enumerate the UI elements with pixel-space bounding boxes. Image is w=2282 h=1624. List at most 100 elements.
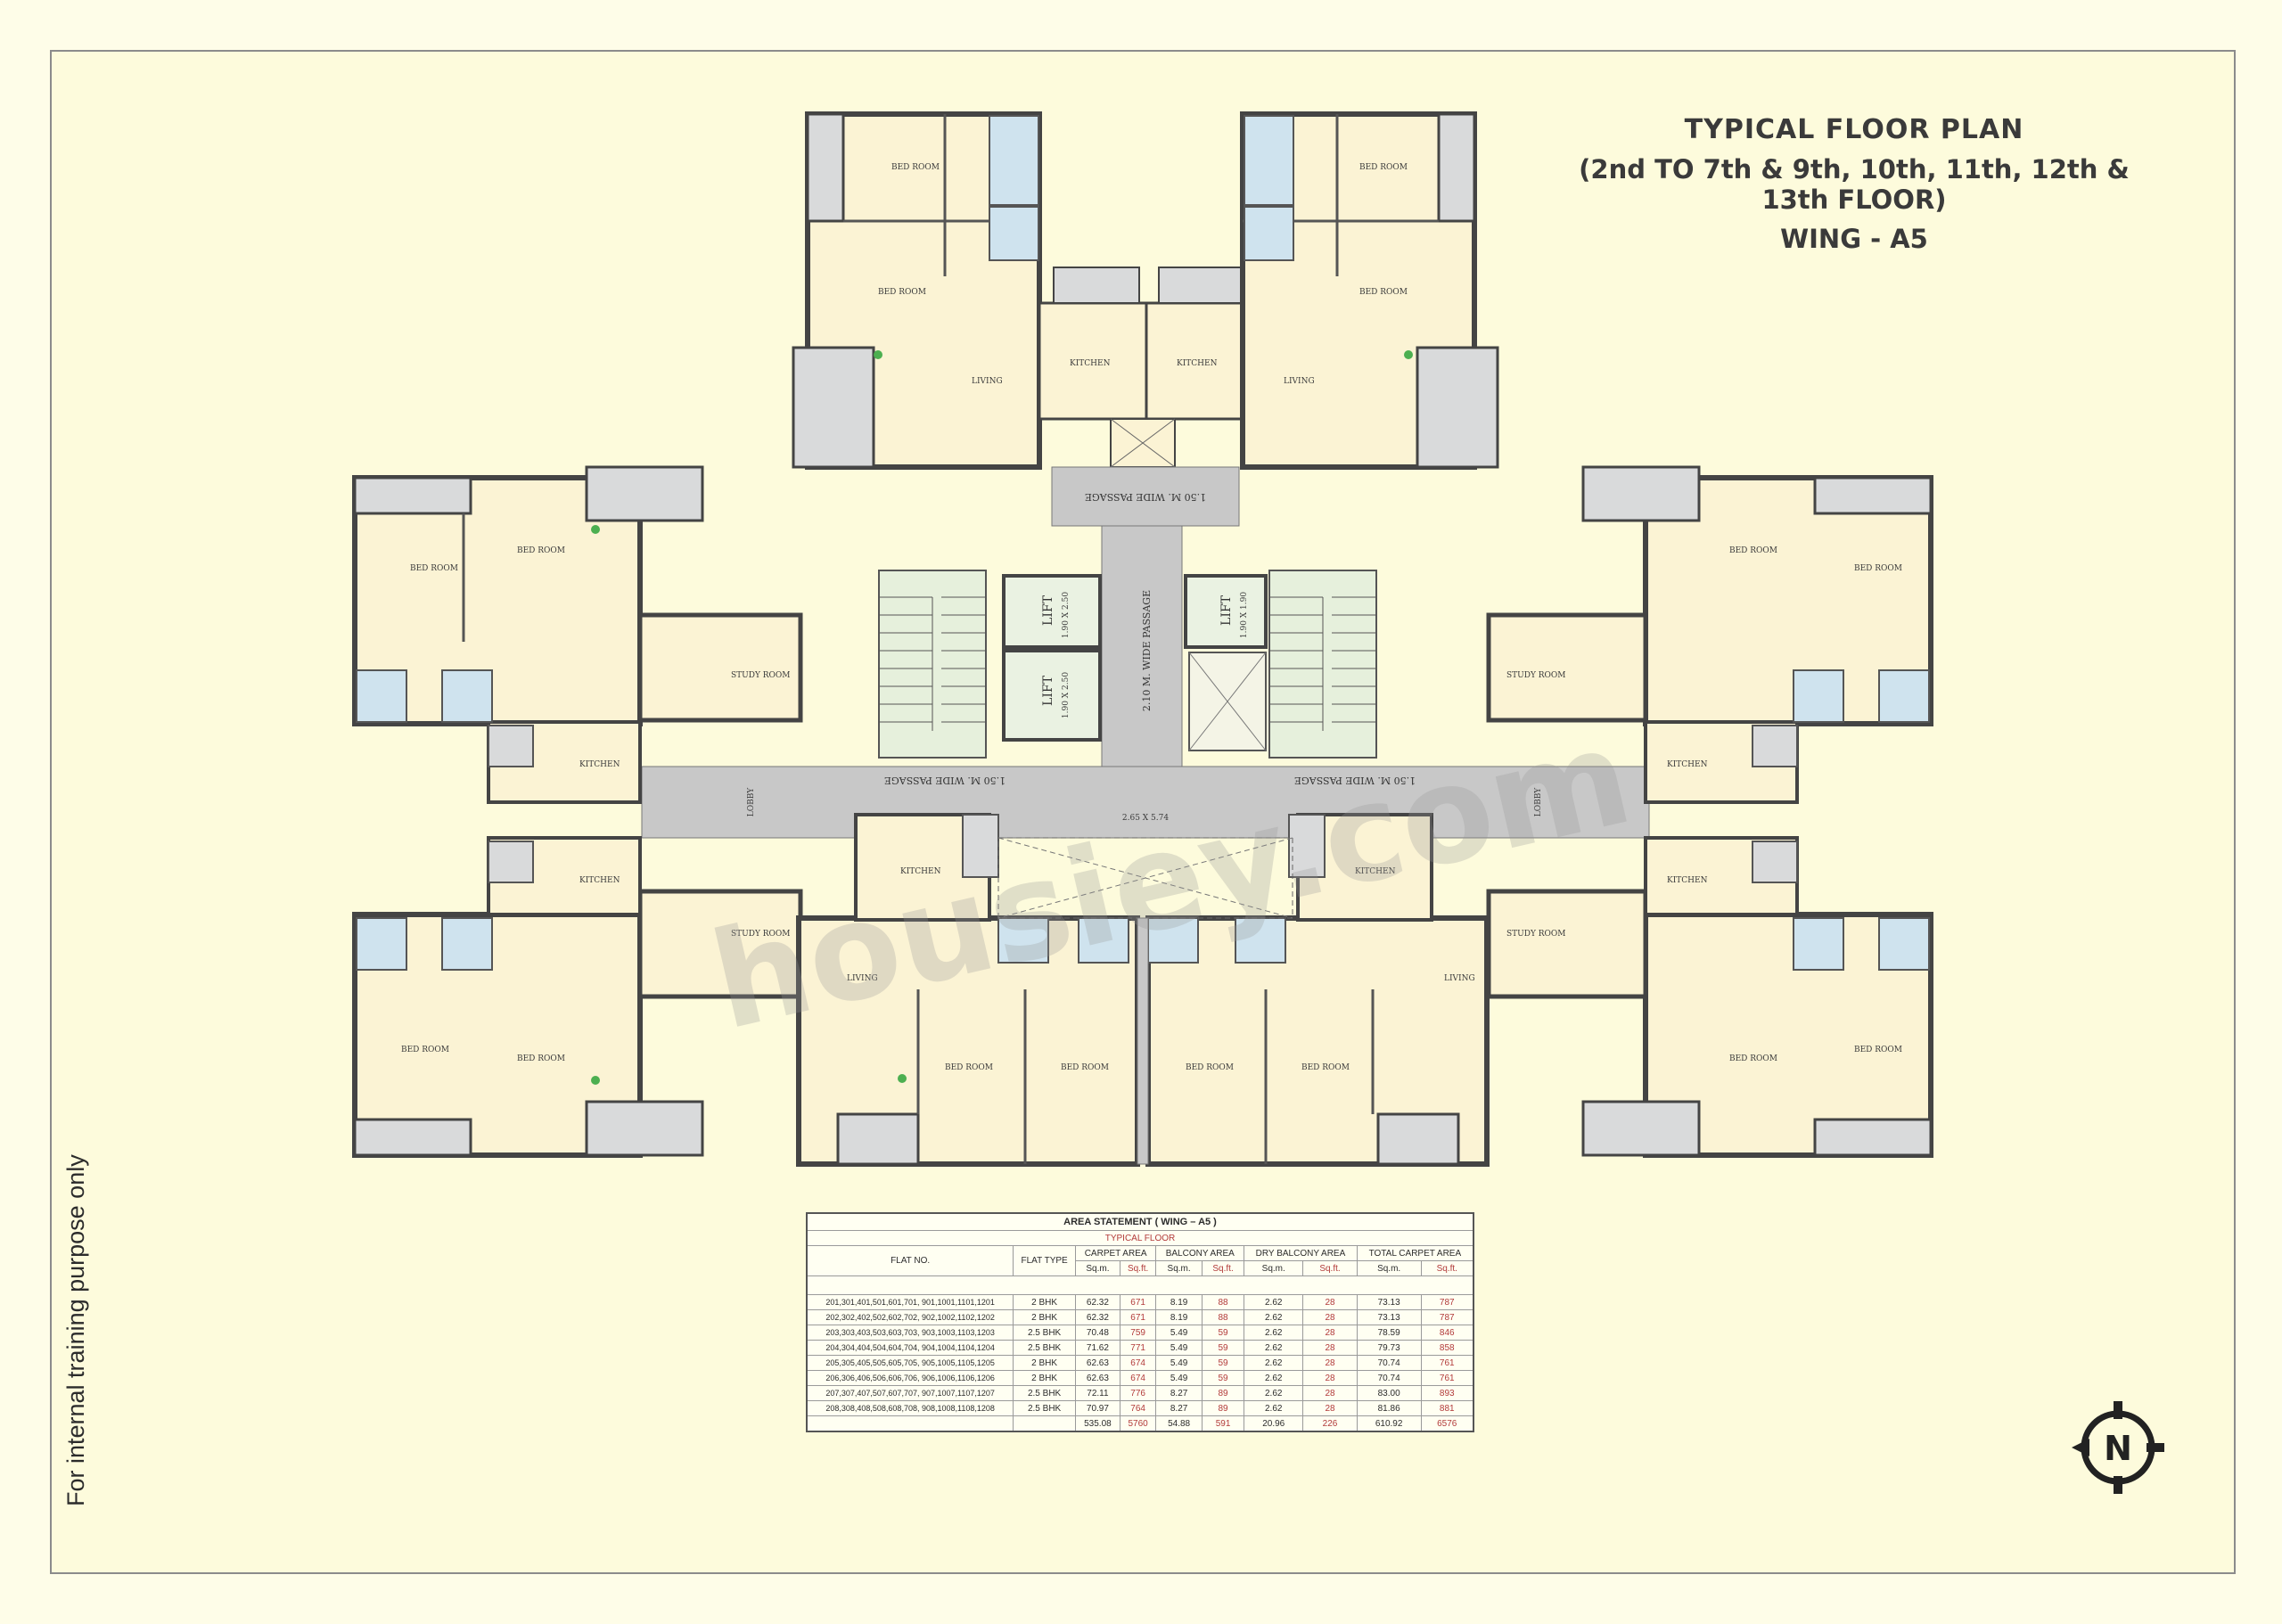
area-value-cell: 83.00: [1356, 1385, 1422, 1401]
area-value-cell: 62.32: [1074, 1294, 1120, 1310]
bedroom-label: BED ROOM: [517, 546, 565, 555]
plan-title: TYPICAL FLOOR PLAN (2nd TO 7th & 9th, 10…: [1569, 114, 2139, 254]
kitchen-label: KITCHEN: [900, 867, 941, 876]
flat-numbers-cell: 202,302,402,502,602,702, 902,1002,1102,1…: [806, 1309, 1014, 1325]
area-value-cell: 2.62: [1244, 1370, 1304, 1386]
area-value-cell: 671: [1119, 1309, 1157, 1325]
bedroom-label: BED ROOM: [401, 1046, 449, 1054]
area-statement-table: AREA STATEMENT ( WING – A5 ) TYPICAL FLO…: [806, 1212, 1474, 1432]
area-value-cell: 28: [1302, 1294, 1358, 1310]
area-value-cell: 5.49: [1155, 1340, 1203, 1356]
right-lower-flat: BED ROOM BED ROOM STUDY ROOM KITCHEN: [1486, 836, 1933, 1158]
area-value-cell: 28: [1302, 1385, 1358, 1401]
flat-numbers-cell: 205,305,405,505,605,705, 905,1005,1105,1…: [806, 1355, 1014, 1371]
flat-numbers-cell: 207,307,407,507,607,707, 907,1007,1107,1…: [806, 1385, 1014, 1401]
lift-label: LIFT: [1219, 595, 1234, 626]
area-value-cell: 88: [1201, 1294, 1245, 1310]
total-cell: 610.92: [1356, 1415, 1422, 1432]
area-value-cell: 88: [1201, 1309, 1245, 1325]
area-value-cell: 674: [1119, 1370, 1157, 1386]
kitchen-label: KITCHEN: [1177, 359, 1218, 368]
left-upper-flat: BED ROOM BED ROOM STUDY ROOM KITCHEN: [352, 465, 803, 804]
header-flat-no: FLAT NO.: [806, 1245, 1014, 1276]
lobby-size: 2.65 X 5.74: [1122, 814, 1169, 823]
top-passage: [1051, 466, 1240, 527]
living-label: LIVING: [847, 974, 878, 983]
area-value-cell: 787: [1420, 1294, 1474, 1310]
study-label: STUDY ROOM: [1506, 930, 1566, 939]
total-cell: 20.96: [1244, 1415, 1304, 1432]
flat-type-cell: 2.5 BHK: [1013, 1385, 1076, 1401]
lift-size: 1.90 X 2.50: [1062, 592, 1071, 638]
table-row: 207,307,407,507,607,707, 907,1007,1107,1…: [806, 1385, 1474, 1401]
top-kitchens: KITCHEN KITCHEN: [1038, 267, 1255, 468]
area-value-cell: 5.49: [1155, 1325, 1203, 1341]
area-value-cell: 28: [1302, 1370, 1358, 1386]
area-value-cell: 71.62: [1074, 1340, 1120, 1356]
area-value-cell: 73.13: [1356, 1294, 1422, 1310]
left-passage-label: 1.50 M. WIDE PASSAGE: [884, 775, 1006, 786]
header-balcony-area: BALCONY AREA: [1155, 1245, 1245, 1261]
total-cell: 54.88: [1155, 1415, 1203, 1432]
area-value-cell: 8.19: [1155, 1309, 1203, 1325]
area-value-cell: 8.19: [1155, 1294, 1203, 1310]
top-right-flat: BED ROOM BED ROOM LIVING: [1240, 111, 1499, 470]
bedroom-label: BED ROOM: [878, 288, 926, 297]
center-passage: [1101, 525, 1183, 767]
table-row: 205,305,405,505,605,705, 905,1005,1105,1…: [806, 1355, 1474, 1371]
table-totals-row: 535.08 5760 54.88 591 20.96 226 610.92 6…: [806, 1415, 1474, 1432]
flat-type-cell: 2.5 BHK: [1013, 1400, 1076, 1416]
table-row: 204,304,404,504,604,704, 904,1004,1104,1…: [806, 1340, 1474, 1356]
area-value-cell: 28: [1302, 1309, 1358, 1325]
area-value-cell: 70.48: [1074, 1325, 1120, 1341]
total-cell: 226: [1302, 1415, 1358, 1432]
area-value-cell: 881: [1420, 1400, 1474, 1416]
area-value-cell: 79.73: [1356, 1340, 1422, 1356]
table-header-row: FLAT NO. FLAT TYPE CARPET AREA BALCONY A…: [806, 1245, 1474, 1276]
kitchen-label: KITCHEN: [1355, 867, 1396, 876]
bottom-left-flat: LIVING BED ROOM BED ROOM KITCHEN: [796, 813, 1140, 1167]
living-label: LIVING: [1284, 377, 1315, 386]
area-value-cell: 5.49: [1155, 1355, 1203, 1371]
flat-numbers-cell: 208,308,408,508,608,708, 908,1008,1108,1…: [806, 1400, 1014, 1416]
unit-cell: Sq.ft.: [1420, 1260, 1474, 1276]
area-value-cell: 70.74: [1356, 1370, 1422, 1386]
living-label: LIVING: [972, 377, 1003, 386]
unit-cell: Sq.m.: [1074, 1260, 1120, 1276]
lift-label: LIFT: [1041, 595, 1055, 626]
flat-numbers-cell: 206,306,406,506,606,706, 906,1006,1106,1…: [806, 1370, 1014, 1386]
flat-numbers-cell: 201,301,401,501,601,701, 901,1001,1101,1…: [806, 1294, 1014, 1310]
total-cell: 591: [1201, 1415, 1245, 1432]
study-label: STUDY ROOM: [731, 930, 791, 939]
area-value-cell: 858: [1420, 1340, 1474, 1356]
bedroom-label: BED ROOM: [517, 1054, 565, 1063]
area-value-cell: 89: [1201, 1385, 1245, 1401]
left-lower-flat: BED ROOM BED ROOM STUDY ROOM KITCHEN: [352, 836, 803, 1158]
area-value-cell: 2.62: [1244, 1325, 1304, 1341]
kitchen-label: KITCHEN: [579, 876, 620, 885]
unit-cell: Sq.ft.: [1201, 1260, 1245, 1276]
area-value-cell: 89: [1201, 1400, 1245, 1416]
header-carpet-area: CARPET AREA: [1074, 1245, 1157, 1261]
flat-type-cell: 2 BHK: [1013, 1355, 1076, 1371]
table-caption: AREA STATEMENT ( WING – A5 ): [806, 1212, 1474, 1231]
flat-type-cell: 2 BHK: [1013, 1294, 1076, 1310]
bedroom-label: BED ROOM: [1359, 163, 1408, 172]
flat-numbers-cell: 203,303,403,503,603,703, 903,1003,1103,1…: [806, 1325, 1014, 1341]
lift-c: LIFT 1.90 X 1.90: [1184, 574, 1268, 751]
area-value-cell: 671: [1119, 1294, 1157, 1310]
area-value-cell: 2.62: [1244, 1340, 1304, 1356]
north-compass-icon: N: [2072, 1401, 2164, 1494]
bedroom-label: BED ROOM: [1854, 564, 1902, 573]
area-value-cell: 776: [1119, 1385, 1157, 1401]
area-value-cell: 28: [1302, 1325, 1358, 1341]
bedroom-label: BED ROOM: [1301, 1063, 1350, 1072]
area-value-cell: 846: [1420, 1325, 1474, 1341]
area-value-cell: 2.62: [1244, 1355, 1304, 1371]
bedroom-label: BED ROOM: [945, 1063, 993, 1072]
bedroom-label: BED ROOM: [891, 163, 940, 172]
table-units-row: Sq.m. Sq.ft. Sq.m. Sq.ft. Sq.m. Sq.ft. S…: [807, 1260, 1474, 1276]
area-value-cell: 28: [1302, 1355, 1358, 1371]
area-value-cell: 2.62: [1244, 1309, 1304, 1325]
area-value-cell: 5.49: [1155, 1370, 1203, 1386]
